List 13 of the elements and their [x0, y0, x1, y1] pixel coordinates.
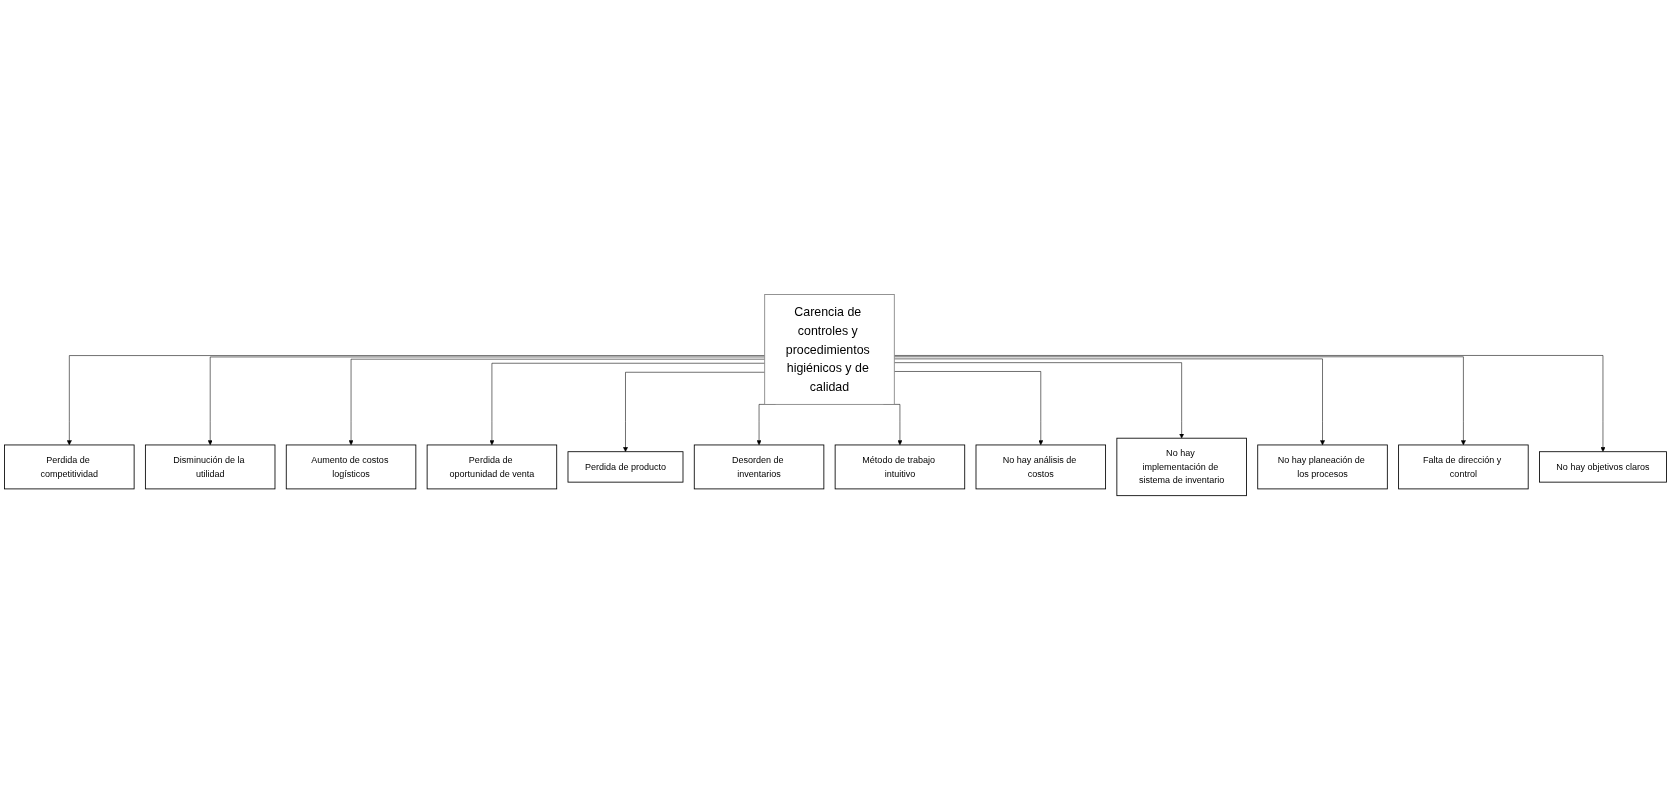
node-box: Aumento de costos logísticos [285, 444, 417, 490]
node-box: Perdida de producto [567, 451, 684, 483]
node-box: No hay planeación de los procesos [1257, 444, 1388, 490]
node-box: No hay análisis de costos [975, 444, 1106, 490]
node-box: Perdida de oportunidad de venta [426, 444, 558, 490]
node-box: Disminución de la utilidad [144, 444, 276, 490]
node-box: No hay objetivos claros [1539, 451, 1667, 483]
node-box: Método de trabajo intuitivo [834, 444, 966, 490]
node-box: Falta de dirección y control [1398, 444, 1529, 490]
node-box: No hay implementación de sistema de inventario [1116, 438, 1247, 497]
node-box: Desorden de inventarios [693, 444, 825, 490]
node-box: Carencia de controles y procedimientos higiénicos y de calidad [764, 294, 895, 406]
node-box: Perdida de competitividad [4, 444, 135, 490]
